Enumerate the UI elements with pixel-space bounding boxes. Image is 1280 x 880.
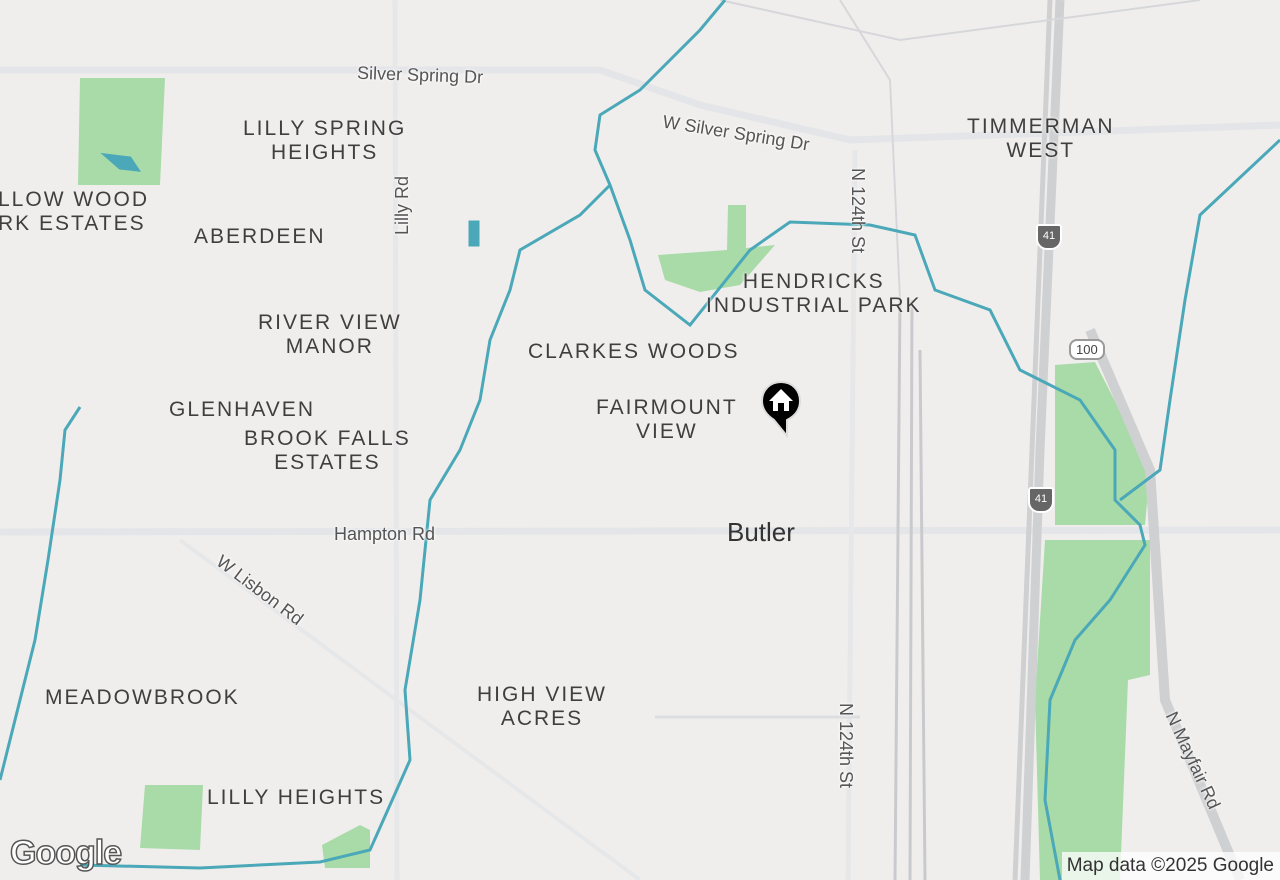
park — [1055, 362, 1150, 525]
river — [100, 152, 142, 172]
neighborhood-label-glenhaven: GLENHAVEN — [169, 398, 315, 421]
neighborhood-label-willow-wood: LLOW WOOD RK ESTATES — [0, 188, 150, 235]
road-label-lilly-rd: Lilly Rd — [392, 175, 413, 236]
neighborhood-label-river-view-manor: RIVER VIEW MANOR — [258, 311, 402, 358]
home-marker-icon[interactable] — [760, 380, 802, 439]
park — [78, 78, 165, 185]
parks — [78, 78, 1150, 880]
road-label-n-124th-st-north: N 124th St — [848, 167, 869, 254]
neighborhood-label-meadowbrook: MEADOWBROOK — [45, 686, 240, 709]
river — [1119, 138, 1280, 502]
us-41-shield-north: 41 — [1036, 224, 1062, 250]
park — [1035, 540, 1150, 880]
park — [658, 205, 775, 292]
neighborhood-label-high-view-acres: HIGH VIEW ACRES — [477, 683, 608, 730]
park — [140, 785, 203, 850]
map-attribution[interactable]: Map data ©2025 Google — [1061, 852, 1280, 880]
road-label-silver-spring-dr: Silver Spring Dr — [356, 62, 484, 88]
road-label-n-124th-st-south: N 124th St — [836, 702, 857, 789]
neighborhood-label-brook-falls-estates: BROOK FALLS ESTATES — [244, 427, 411, 474]
pond — [468, 220, 480, 247]
river — [608, 184, 1147, 880]
hwy-100-shield: 100 — [1069, 339, 1105, 360]
park — [322, 825, 370, 868]
neighborhood-label-timmerman-west: TIMMERMAN WEST — [967, 115, 1115, 162]
neighborhood-label-lilly-spring-heights: LILLY SPRING HEIGHTS — [243, 117, 407, 164]
neighborhood-label-lilly-heights: LILLY HEIGHTS — [207, 786, 386, 809]
neighborhood-label-clarkes-woods: CLARKES WOODS — [528, 340, 740, 363]
neighborhood-label-fairmount-view: FAIRMOUNT VIEW — [596, 396, 738, 443]
neighborhood-label-aberdeen: ABERDEEN — [194, 225, 326, 248]
google-logo[interactable]: Google — [9, 833, 123, 873]
us-41-shield-south: 41 — [1028, 487, 1054, 513]
river — [0, 406, 82, 781]
city-label-butler: Butler — [727, 517, 795, 547]
neighborhood-label-hendricks-industrial-park: HENDRICKS INDUSTRIAL PARK — [706, 270, 922, 317]
river — [79, 0, 727, 870]
road-label-hampton-rd: Hampton Rd — [334, 524, 436, 544]
